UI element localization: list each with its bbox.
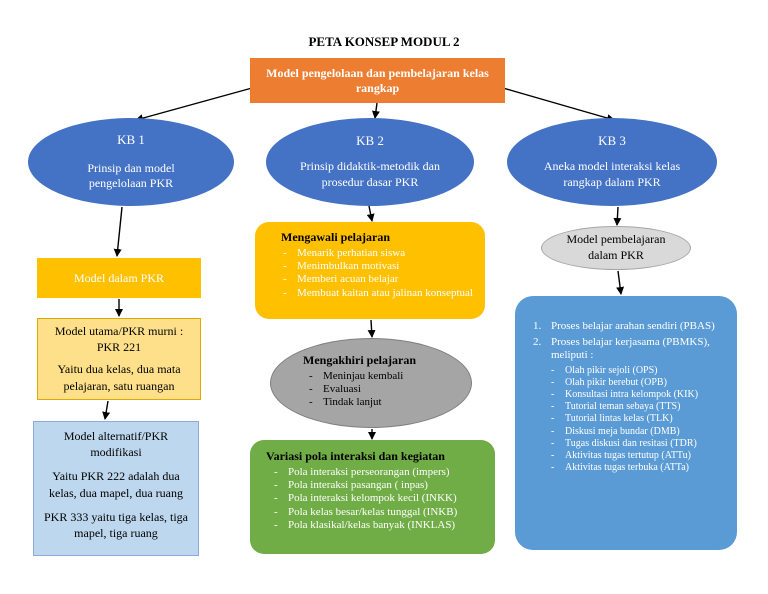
item-text: Proses belajar arahan sendiri (PBAS) — [551, 320, 715, 332]
list-item: Memberi acuan belajar — [283, 273, 475, 286]
list-item: Evaluasi — [309, 383, 471, 396]
model-alternatif-node: Model alternatif/PKR modifikasi Yaitu PK… — [33, 421, 199, 556]
proses-node: 1. Proses belajar arahan sendiri (PBAS) … — [515, 296, 737, 550]
proses-sub-list: Olah pikir sejoli (OPS) Olah pikir bereb… — [551, 365, 729, 475]
list-item: Pola kelas besar/kelas tunggal (INKB) — [274, 506, 487, 519]
list-item: Diskusi meja bundar (DMB) — [551, 426, 729, 438]
list-item: Pola interaksi perseorangan (impers) — [274, 466, 487, 479]
mengakhiri-node: Mengakhiri pelajaran Meninjau kembali Ev… — [270, 338, 472, 428]
list-item: Pola klasikal/kelas banyak (INKLAS) — [274, 519, 487, 532]
list-item: Tutorial teman sebaya (TTS) — [551, 401, 729, 413]
kb3-text: Aneka model interaksi kelas rangkap dala… — [543, 159, 681, 189]
kb1-text: Prinsip dan model pengelolaan PKR — [87, 160, 175, 191]
list-item: Tindak lanjut — [309, 396, 471, 409]
arrow-root-kb1 — [135, 87, 253, 122]
arrow-root-kb2 — [371, 102, 380, 119]
mengawali-node: Mengawali pelajaran Menarik perhatian si… — [255, 222, 485, 319]
arrow-kb2-mengawali — [366, 205, 375, 222]
list-item: Menimbulkan motivasi — [283, 260, 475, 273]
model-alternatif-p1: Yaitu PKR 222 adalah dua kelas, dua mape… — [49, 469, 183, 500]
proses-list: 1. Proses belajar arahan sendiri (PBAS) … — [533, 320, 729, 474]
variasi-list: Pola interaksi perseorangan (impers) Pol… — [274, 466, 487, 532]
model-utama-node: Model utama/PKR murni : PKR 221 Yaitu du… — [37, 318, 201, 400]
model-alternatif-p2: PKR 333 yaitu tiga kelas, tiga mapel, ti… — [44, 509, 188, 540]
list-item: Tugas diskusi dan resitasi (TDR) — [551, 438, 729, 450]
kb2-node: KB 2 Prinsip didaktik-metodik dan prosed… — [266, 118, 474, 206]
list-item: Tutorial lintas kelas (TLK) — [551, 413, 729, 425]
model-utama-desc: Yaitu dua kelas, dua mata pelajaran, sat… — [57, 362, 181, 393]
root-node: Model pengelolaan dan pembelajaran kelas… — [250, 58, 505, 103]
item-number: 2. — [533, 336, 542, 349]
item-text: Proses belajar kerjasama (PBMKS), melipu… — [551, 336, 710, 362]
kb3-heading: KB 3 — [598, 133, 626, 149]
kb3-node: KB 3 Aneka model interaksi kelas rangkap… — [507, 118, 717, 206]
page-title: PETA KONSEP MODUL 2 — [308, 34, 460, 49]
kb2-text: Prinsip didaktik-metodik dan prosedur da… — [300, 159, 440, 189]
list-item: Olah pikir sejoli (OPS) — [551, 365, 729, 377]
list-item: 1. Proses belajar arahan sendiri (PBAS) — [533, 320, 729, 333]
model-dalam-pkr-node: Model dalam PKR — [37, 258, 201, 298]
list-item: Menarik perhatian siswa — [283, 247, 475, 260]
kb1-heading: KB 1 — [117, 131, 145, 147]
mengawali-list: Menarik perhatian siswa Menimbulkan moti… — [283, 247, 475, 300]
list-item: Aktivitas tugas terbuka (ATTa) — [551, 462, 729, 474]
list-item: Konsultasi intra kelompok (KIK) — [551, 389, 729, 401]
list-item: Meninjau kembali — [309, 370, 471, 383]
arrow-kb3-mpembel — [613, 206, 622, 226]
mengawali-heading: Mengawali pelajaran — [281, 230, 390, 244]
model-utama-title: Model utama/PKR murni : PKR 221 — [54, 324, 184, 355]
kb2-heading: KB 2 — [356, 133, 384, 149]
list-item: Pola interaksi kelompok kecil (INKK) — [274, 492, 487, 505]
mengakhiri-list: Meninjau kembali Evaluasi Tindak lanjut — [309, 370, 471, 410]
list-item: Membuat kaitan atau jalinan konseptual — [283, 287, 475, 300]
arrow-kb1-model — [113, 206, 123, 257]
model-pembelajaran-node: Model pembelajaran dalam PKR — [541, 226, 691, 270]
list-item: Pola interaksi pasangan ( inpas) — [274, 479, 487, 492]
list-item: 2. Proses belajar kerjasama (PBMKS), mel… — [533, 336, 729, 474]
kb1-node: KB 1 Prinsip dan model pengelolaan PKR — [28, 118, 234, 206]
arrow-root-kb3 — [502, 87, 615, 122]
variasi-node: Variasi pola interaksi dan kegiatan Pola… — [250, 440, 495, 554]
list-item: Aktivitas tugas tertutup (ATTu) — [551, 450, 729, 462]
model-alternatif-title: Model alternatif/PKR modifikasi — [63, 429, 169, 460]
arrow-mengawali-mengakhiri — [367, 319, 376, 338]
arrow-utama-alt — [102, 400, 111, 420]
mengakhiri-heading: Mengakhiri pelajaran — [303, 353, 416, 367]
arrow-mpembel-proses — [616, 270, 625, 295]
item-number: 1. — [533, 320, 542, 332]
list-item: Olah pikir berebut (OPB) — [551, 377, 729, 389]
variasi-heading: Variasi pola interaksi dan kegiatan — [266, 449, 445, 463]
